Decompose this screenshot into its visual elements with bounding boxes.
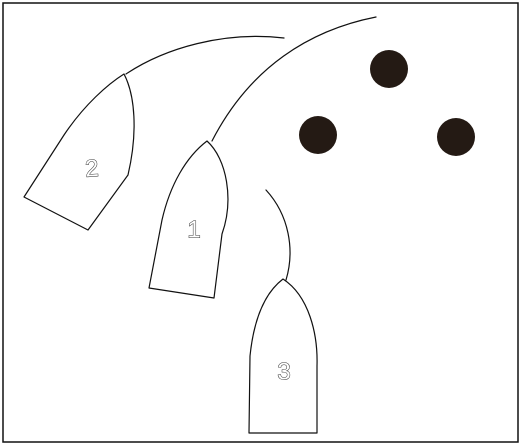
boat-2-number: 2 xyxy=(84,155,99,183)
boat-3-number: 3 xyxy=(277,358,290,385)
mark-buoy-right xyxy=(437,118,475,156)
mark-buoy-top xyxy=(370,50,408,88)
mark-buoy-left xyxy=(299,116,337,154)
boat-1-number: 1 xyxy=(187,216,200,243)
